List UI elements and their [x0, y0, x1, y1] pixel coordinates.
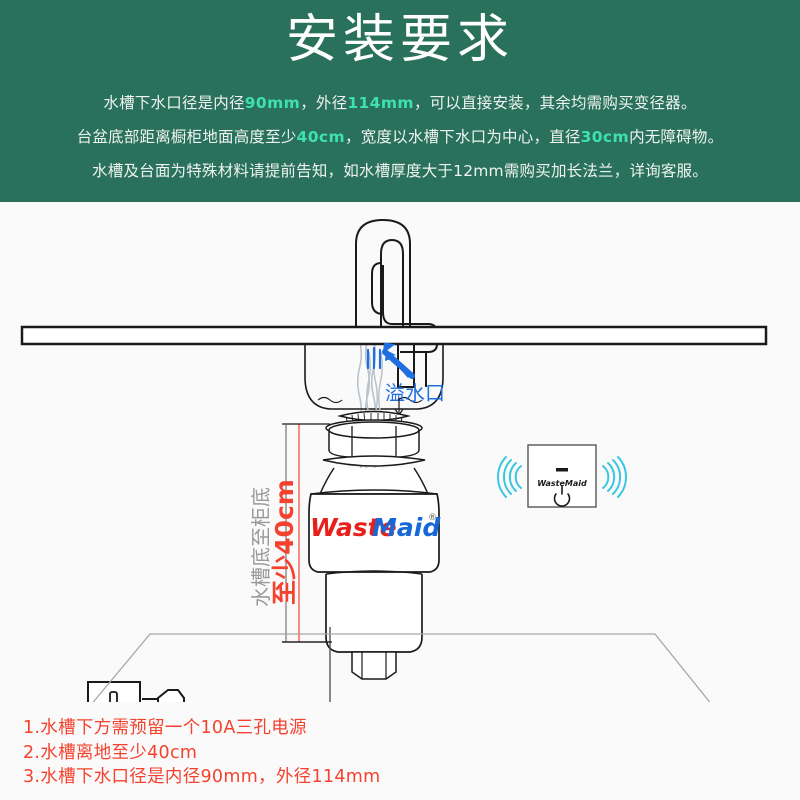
brand-registered-mark: ® — [428, 513, 437, 523]
overflow-marks-icon — [366, 346, 382, 370]
header-line-1: 水槽下水口径是内径90mm，外径114mm，可以直接安装，其余均需购买变径器。 — [0, 86, 800, 120]
header-line-1-segment-1: 水槽下水口径是内径 — [103, 94, 245, 112]
header-line-1-segment-3: ，外径 — [300, 94, 348, 112]
sink-water-ripple — [317, 396, 423, 404]
note-item-1: 1.水槽下方需预留一个10A三孔电源 — [23, 718, 307, 738]
sink-bowl — [304, 344, 444, 410]
header-line-1-segment-2: 90mm — [244, 94, 301, 112]
header-line-3-segment-1: 水槽及台面为特殊材料请提前告知，如水槽厚度大于12mm需购买加长法兰，详询客服。 — [92, 162, 708, 180]
header-requirement-lines: 水槽下水口径是内径90mm，外径114mm，可以直接安装，其余均需购买变径器。 … — [0, 86, 800, 188]
header-line-1-segment-5: ，可以直接安装，其余均需购买变径器。 — [413, 94, 697, 112]
header-line-2: 台盆底部距离橱柜地面高度至少40cm，宽度以水槽下水口为中心，直径30cm内无障… — [0, 120, 800, 154]
note-item-3: 3.水槽下水口径是内径90mm，外径114mm — [23, 767, 381, 787]
note-item-2: 2.水槽离地至少40cm — [23, 742, 198, 763]
power-icon[interactable] — [553, 485, 571, 507]
wireless-switch-panel[interactable]: WasteMaid — [527, 444, 597, 508]
overflow-arrow-icon — [382, 342, 415, 379]
notes-list: 1.水槽下方需预留一个10A三孔电源 2.水槽离地至少40cm 3.水槽下水口径… — [23, 716, 783, 790]
switch-brand-label: WasteMaid — [537, 479, 587, 488]
faucet-icon — [355, 218, 438, 388]
indicator-dash-icon — [556, 468, 568, 472]
header-line-1-segment-4: 114mm — [347, 94, 414, 112]
header-line-2-segment-5: 内无障碍物。 — [629, 128, 724, 146]
footer-notes-section: 1.水槽下方需预留一个10A三孔电源 2.水槽离地至少40cm 3.水槽下水口径… — [0, 702, 800, 800]
brand-waste-text: Waste — [310, 513, 397, 542]
dimension-label-gray: 水槽底至柜底 — [249, 487, 273, 607]
brand-maid-text: Maid — [372, 513, 441, 542]
overflow-label: 溢水口 — [385, 381, 445, 405]
dimension-label-red: 至少40cm — [270, 479, 299, 605]
header-line-2-segment-3: ，宽度以水槽下水口为中心，直径 — [345, 128, 581, 146]
header-line-2-segment-4: 30cm — [580, 128, 630, 146]
page-title: 安装要求 — [285, 10, 514, 70]
cn-three-pin-socket-icon — [87, 681, 141, 702]
countertop — [20, 325, 768, 346]
header-line-2-segment-1: 台盆底部距离橱柜地面高度至少 — [76, 128, 297, 146]
header-banner: 安装要求 水槽下水口径是内径90mm，外径114mm，可以直接安装，其余均需购买… — [0, 0, 800, 202]
garbage-disposer-unit: Waste Maid ® — [308, 421, 441, 680]
signal-waves-right-icon — [602, 456, 627, 498]
header-line-3: 水槽及台面为特殊材料请提前告知，如水槽厚度大于12mm需购买加长法兰，详询客服。 — [0, 154, 800, 188]
signal-waves-left-icon — [497, 456, 522, 498]
cabinet-floor — [92, 633, 711, 702]
header-line-2-segment-2: 40cm — [296, 128, 346, 146]
power-cord — [329, 627, 331, 702]
power-plug-icon — [142, 689, 185, 702]
installation-diagram: WasteMaid — [0, 202, 800, 702]
disposer-brand-logo: Waste Maid ® — [310, 513, 441, 542]
